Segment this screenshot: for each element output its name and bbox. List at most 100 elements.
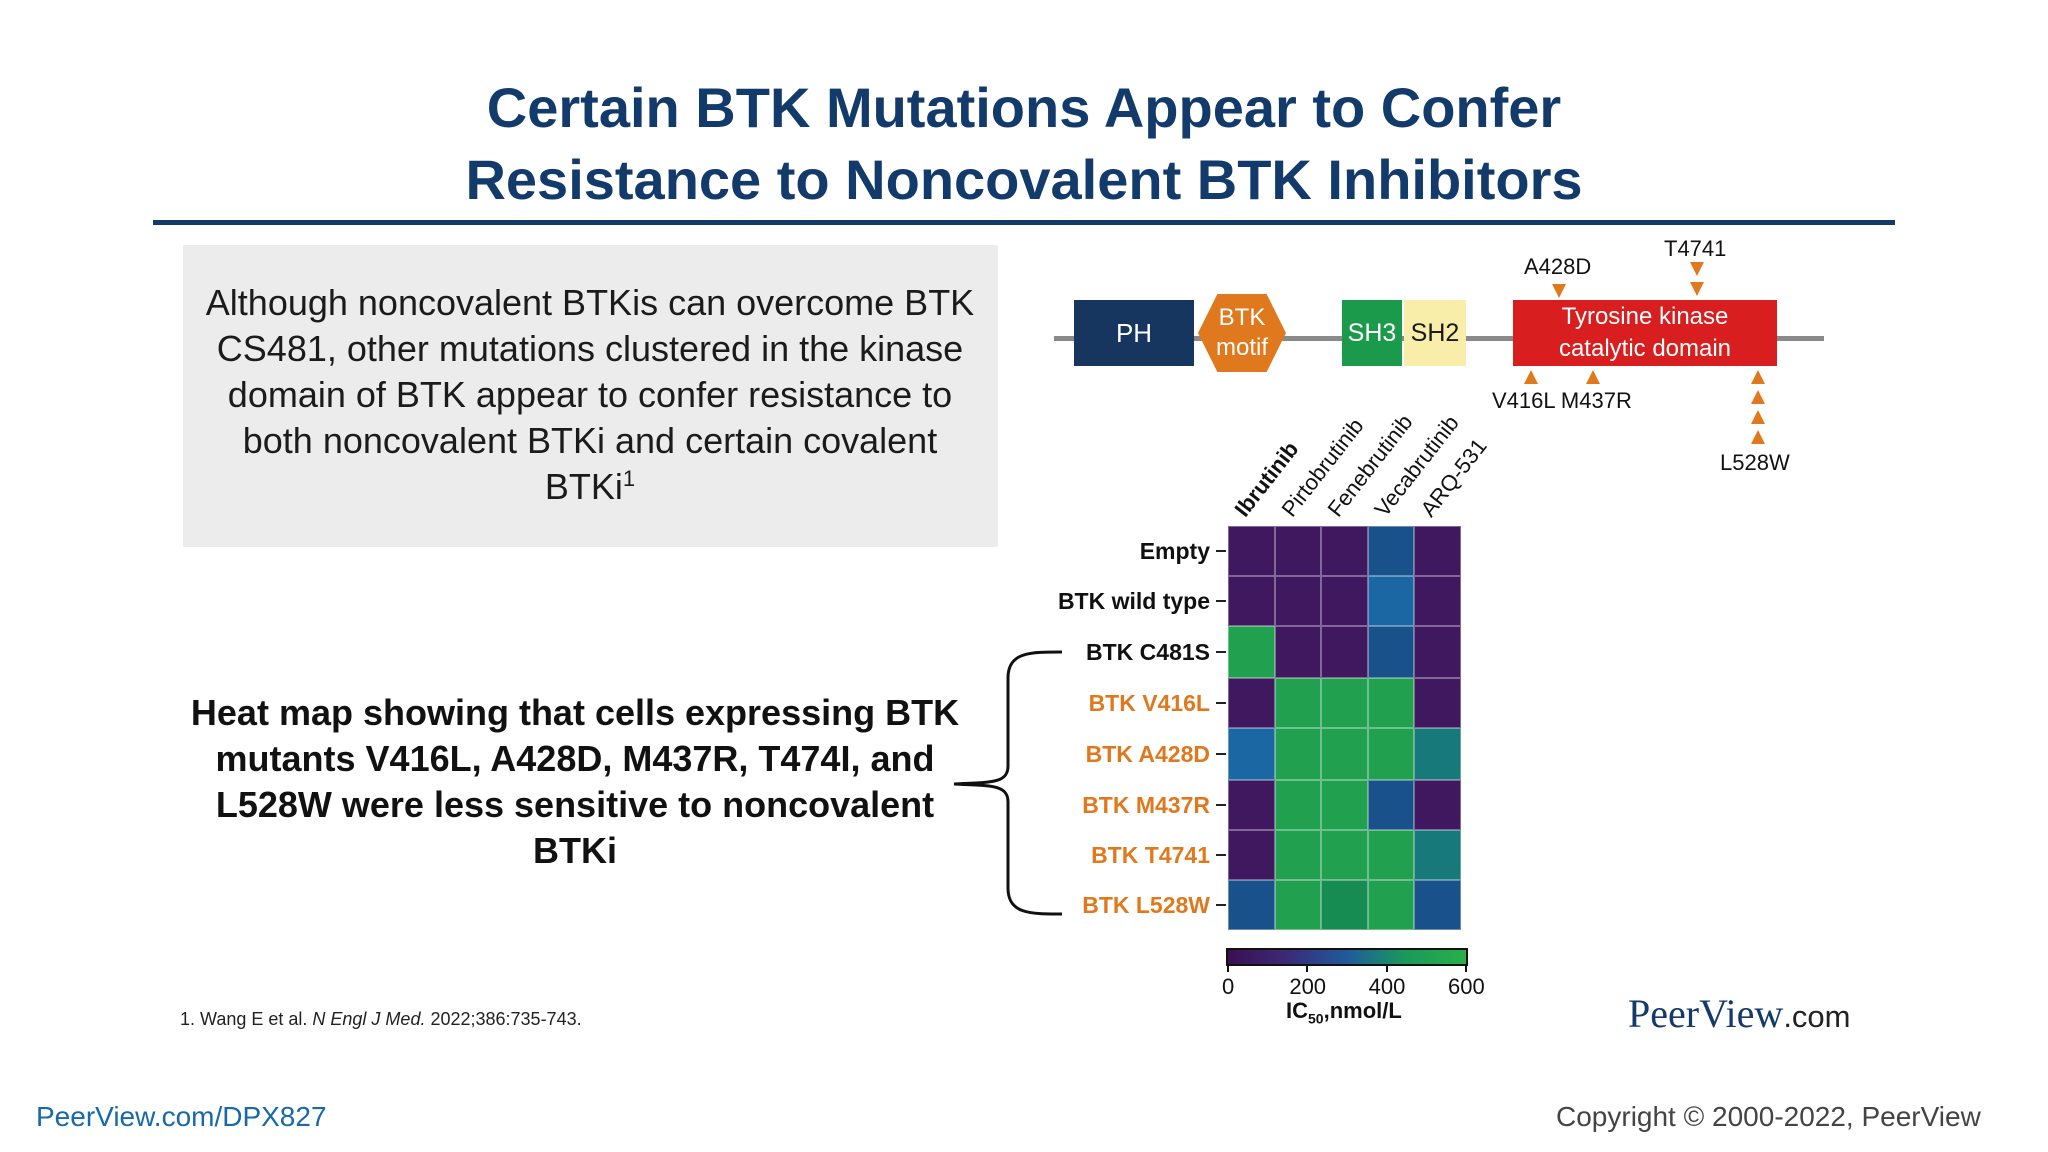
heatmap-row-label: BTK T4741 [1091, 842, 1210, 868]
heatmap-cell [1321, 880, 1368, 930]
heatmap-row-label: Empty [1139, 538, 1210, 564]
reference: 1. Wang E et al. N Engl J Med. 2022;386:… [180, 1009, 582, 1030]
arrow-t4741-2 [1690, 282, 1704, 296]
heatmap-cell [1274, 526, 1321, 576]
arrow-l528w-3 [1751, 410, 1765, 424]
colorbar-tick-mark [1227, 964, 1229, 972]
callout-box [183, 245, 998, 547]
colorbar-tick-mark [1306, 964, 1309, 972]
colorbar-title: IC50,nmol/L [1286, 998, 1402, 1026]
heatmap-cell [1228, 830, 1275, 880]
mutation-label-v416l-m437r: V416L M437R [1492, 388, 1632, 413]
logo-name: PeerView [1628, 991, 1784, 1036]
colorbar-title-rest: ,nmol/L [1323, 998, 1402, 1023]
heatmap-cell [1367, 880, 1414, 930]
heatmap-cell [1228, 728, 1275, 780]
tk-line-2: catalytic domain [1558, 335, 1732, 362]
heatmap-cell [1414, 780, 1461, 830]
colorbar-tick-label: 0 [1222, 974, 1235, 999]
heatmap-cell [1274, 626, 1321, 678]
colorbar [1226, 948, 1468, 966]
heatmap-cell [1274, 678, 1321, 728]
heatmap-row-tick [1216, 702, 1226, 704]
domain-ph: PH [1074, 300, 1194, 366]
domain-btk-motif: BTK motif [1198, 294, 1286, 372]
arrow-v416l [1524, 370, 1538, 384]
heatmap-row-label: BTK C481S [1086, 639, 1210, 665]
heatmap-cell [1274, 780, 1321, 830]
heatmap-cell [1414, 526, 1461, 576]
heatmap-cell [1321, 728, 1368, 780]
colorbar-title-sub: 50 [1308, 1010, 1324, 1027]
heatmap-row-tick [1216, 753, 1226, 755]
heatmap-cell [1414, 830, 1461, 880]
arrow-m437r [1586, 370, 1600, 384]
heatmap-cell [1274, 728, 1321, 780]
heatmap-row-tick [1216, 854, 1226, 856]
heatmap-row-tick [1216, 651, 1226, 653]
arrow-l528w-1 [1751, 370, 1765, 384]
heatmap-row-label: BTK wild type [1057, 588, 1210, 614]
heatmap-cell [1367, 728, 1414, 780]
arrow-l528w-4 [1751, 430, 1765, 444]
callout-body: Although noncovalent BTKis can overcome … [205, 282, 975, 507]
reference-prefix: 1. Wang E et al. [180, 1009, 313, 1029]
heatmap-cell [1228, 576, 1275, 626]
reference-journal: N Engl J Med. [312, 1009, 426, 1029]
heatmap-cell [1321, 678, 1368, 728]
heatmap-cell [1228, 780, 1275, 830]
heatmap-row-label: BTK M437R [1082, 792, 1210, 818]
heatmap-cell [1321, 526, 1368, 576]
heatmap-row-label: BTK V416L [1088, 690, 1210, 716]
heatmap-cell [1274, 576, 1321, 626]
mutation-label-t4741: T4741 [1664, 236, 1727, 261]
heatmap-cell [1367, 830, 1414, 880]
arrow-a428d [1552, 284, 1566, 298]
tk-line-1: Tyrosine kinase [1561, 303, 1729, 330]
reference-suffix: 2022;386:735-743. [425, 1009, 582, 1029]
peerview-logo: PeerView.com [1628, 990, 1851, 1037]
arrow-l528w-2 [1751, 390, 1765, 404]
heatmap-cell [1228, 526, 1275, 576]
domain-sh3: SH3 [1342, 300, 1402, 366]
title-divider [153, 220, 1895, 225]
heatmap-cell [1228, 880, 1275, 930]
btk-motif-line-2: motif [1215, 334, 1268, 361]
heatmap-cell [1321, 626, 1368, 678]
footer-link[interactable]: PeerView.com/DPX827 [36, 1101, 327, 1132]
footer-copyright: Copyright © 2000-2022, PeerView [1556, 1101, 1981, 1132]
callout-footnote-ref: 1 [622, 466, 636, 491]
colorbar-tick-label: 400 [1368, 974, 1406, 999]
callout-text: Although noncovalent BTKis can overcome … [200, 280, 980, 510]
heatmap-cell [1367, 576, 1414, 626]
heatmap-cell [1274, 880, 1321, 930]
heatmap-row-tick [1216, 550, 1226, 552]
heatmap-row-label: BTK A428D [1085, 741, 1210, 767]
btk-motif-line-1: BTK [1218, 304, 1266, 331]
heatmap-cell [1228, 678, 1275, 728]
heatmap-cell [1274, 830, 1321, 880]
heatmap-cell [1414, 678, 1461, 728]
colorbar-tick-label: 600 [1448, 974, 1485, 999]
arrow-t4741-1 [1690, 262, 1704, 276]
heatmap-cell [1367, 526, 1414, 576]
heatmap-cell [1321, 830, 1368, 880]
logo-suffix: .com [1783, 999, 1851, 1034]
heatmap-cell [1367, 678, 1414, 728]
heatmap-row-tick [1216, 904, 1226, 906]
heatmap-cell [1414, 576, 1461, 626]
heatmap-cell [1367, 626, 1414, 678]
heatmap-cell [1414, 626, 1461, 678]
domain-sh2: SH2 [1404, 300, 1466, 366]
heatmap-cell [1414, 728, 1461, 780]
heatmap-cell [1367, 780, 1414, 830]
colorbar-title-main: IC [1286, 998, 1308, 1023]
colorbar-tick-mark [1385, 964, 1388, 972]
mutation-label-l528w: L528W [1720, 450, 1790, 475]
heatmap-cell [1228, 626, 1275, 678]
colorbar-tick-mark [1465, 964, 1467, 972]
slide-title: Certain BTK Mutations Appear to Confer R… [0, 72, 2048, 216]
heatmap-cell [1414, 880, 1461, 930]
